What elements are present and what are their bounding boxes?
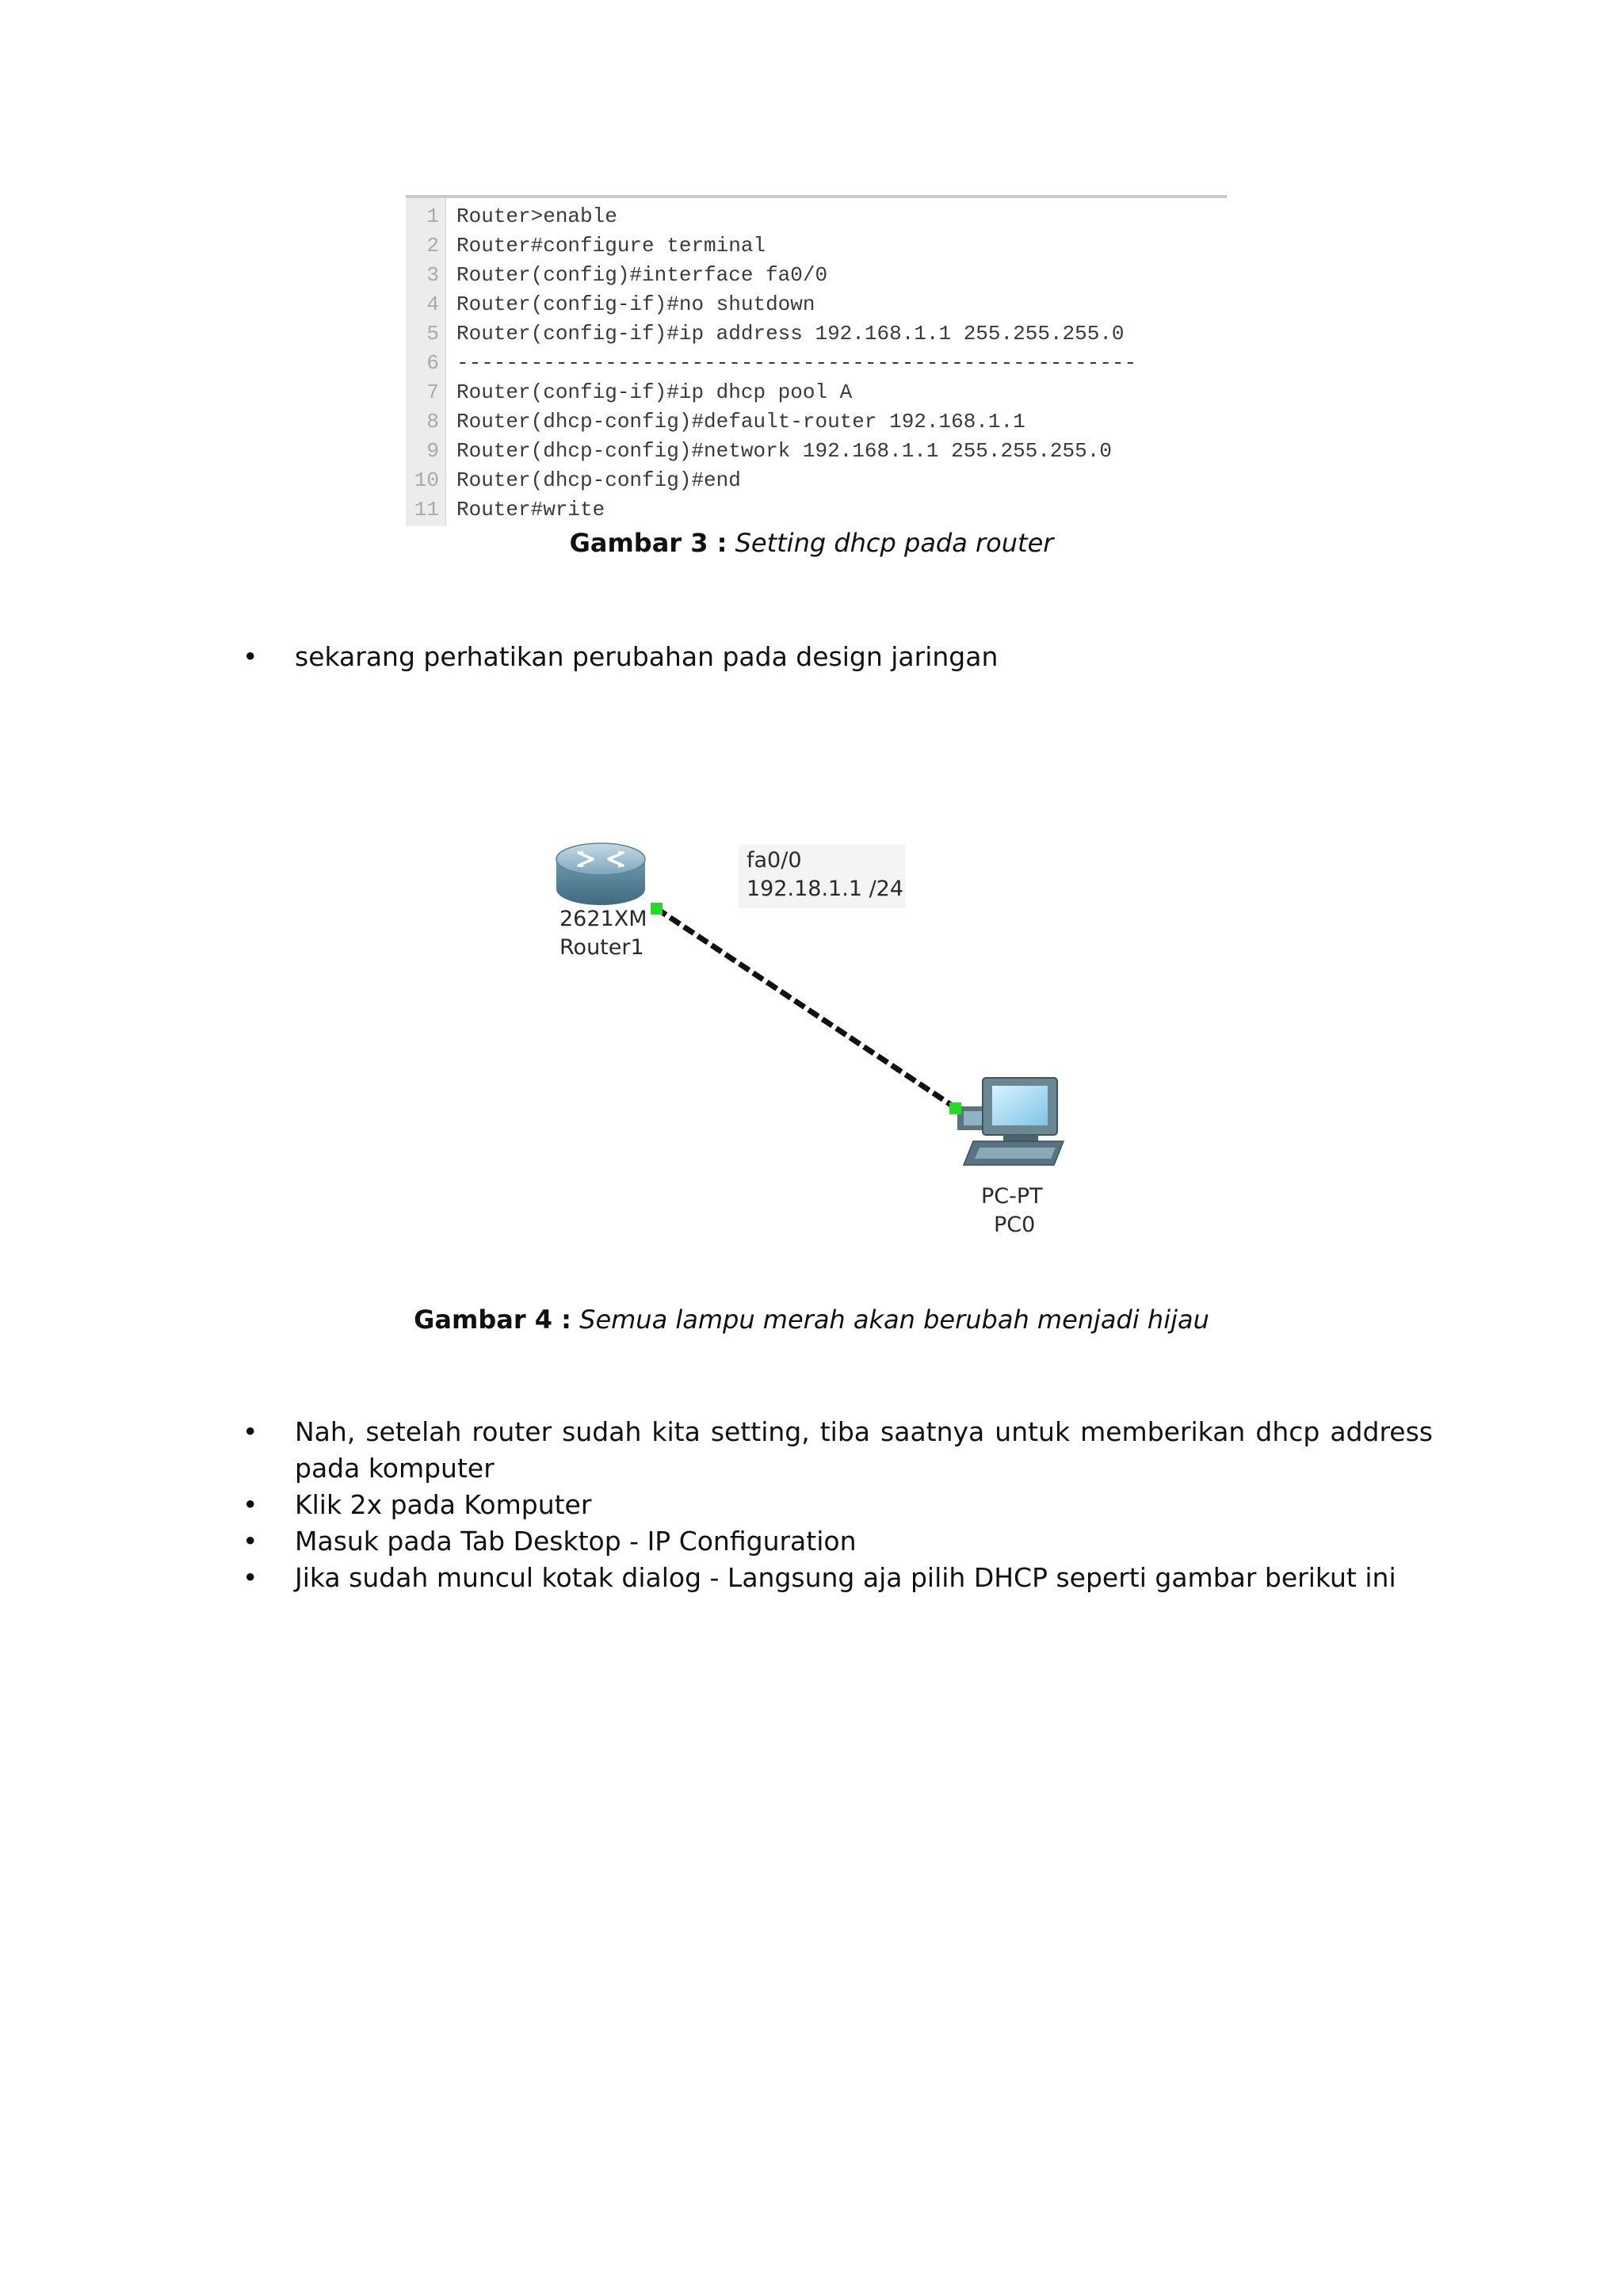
bullet-dot: • bbox=[242, 1489, 258, 1520]
code-line: 3 Router(config)#interface fa0/0 bbox=[406, 260, 1227, 289]
interface-name: fa0/0 bbox=[747, 848, 802, 873]
bullet-text: Nah, setelah router sudah kita setting, … bbox=[295, 1416, 1433, 1484]
figure4-caption-text: Semua lampu merah akan berubah menjadi h… bbox=[579, 1305, 1209, 1335]
code-line: 9 Router(dhcp-config)#network 192.168.1.1… bbox=[406, 436, 1227, 465]
code-text: Router#write bbox=[456, 497, 605, 521]
code-line: 7 Router(config-if)#ip dhcp pool A bbox=[406, 377, 1227, 407]
figure3-caption: Gambar 3 : Setting dhcp pada router bbox=[0, 528, 1623, 558]
code-line: 11 Router#write bbox=[406, 495, 1227, 524]
bullet-dot: • bbox=[242, 641, 258, 672]
pc-name-label: PC0 bbox=[994, 1213, 1036, 1237]
interface-ip: 192.18.1.1 /24 bbox=[747, 877, 904, 901]
code-lines: 1 Router>enable 2 Router#configure termina… bbox=[406, 201, 1227, 524]
line-number: 4 bbox=[426, 292, 439, 316]
code-line: 10 Router(dhcp-config)#end bbox=[406, 465, 1227, 495]
code-text: Router>enable bbox=[456, 204, 617, 228]
figure4-caption: Gambar 4 : Semua lampu merah akan beruba… bbox=[0, 1305, 1623, 1335]
line-number: 8 bbox=[426, 409, 439, 434]
line-number: 6 bbox=[426, 350, 439, 375]
code-text: Router(dhcp-config)#end bbox=[456, 468, 741, 492]
code-line: 1 Router>enable bbox=[406, 201, 1227, 231]
bullet-dot: • bbox=[242, 1526, 258, 1557]
network-diagram bbox=[556, 842, 1065, 1166]
line-number-gutter bbox=[406, 198, 446, 526]
code-line: 4 Router(config-if)#no shutdown bbox=[406, 289, 1227, 319]
figure4-caption-label: Gambar 4 : bbox=[414, 1305, 571, 1335]
line-number: 10 bbox=[414, 468, 439, 492]
bullet-item: • sekarang perhatikan perubahan pada des… bbox=[242, 639, 1433, 675]
code-text: Router(config-if)#ip address 192.168.1.1… bbox=[456, 321, 1125, 346]
code-line: 8 Router(dhcp-config)#default-router 192.… bbox=[406, 407, 1227, 436]
router-link-light bbox=[651, 903, 663, 915]
router-name-label: Router1 bbox=[559, 935, 644, 960]
line-number: 2 bbox=[426, 233, 439, 258]
bullet-dot: • bbox=[242, 1562, 258, 1593]
bullet-item: • Nah, setelah router sudah kita setting… bbox=[242, 1414, 1433, 1487]
network-link bbox=[655, 906, 957, 1110]
code-line: 6 ---------------------------------------… bbox=[406, 348, 1227, 377]
code-line: 2 Router#configure terminal bbox=[406, 231, 1227, 260]
bullet-text: Klik 2x pada Komputer bbox=[295, 1489, 592, 1520]
figure3-caption-label: Gambar 3 : bbox=[569, 528, 727, 558]
code-listing-figure: 1 Router>enable 2 Router#configure termina… bbox=[406, 195, 1227, 526]
network-diagram-figure: fa0/0 192.18.1.1 /24 2621XM Router1 PC-P… bbox=[523, 824, 1094, 1268]
code-text: Router(config-if)#ip dhcp pool A bbox=[456, 380, 853, 404]
line-number: 9 bbox=[426, 438, 439, 463]
bullet-item: • Klik 2x pada Komputer bbox=[242, 1487, 1433, 1523]
line-number: 5 bbox=[426, 321, 439, 346]
code-text: Router(dhcp-config)#network 192.168.1.1 … bbox=[456, 438, 1112, 463]
bullet-item: • Jika sudah muncul kotak dialog - Langs… bbox=[242, 1560, 1433, 1596]
figure3-caption-text: Setting dhcp pada router bbox=[735, 528, 1054, 558]
pc-link-light bbox=[949, 1102, 961, 1114]
code-text: ----------------------------------------… bbox=[456, 350, 1137, 375]
pc-model-label: PC-PT bbox=[981, 1184, 1043, 1209]
interface-label-box bbox=[739, 845, 905, 908]
line-number: 7 bbox=[426, 380, 439, 404]
code-text: Router(config-if)#no shutdown bbox=[456, 292, 815, 316]
code-text: Router#configure terminal bbox=[456, 233, 766, 258]
line-number: 1 bbox=[426, 204, 439, 228]
code-text: Router(config)#interface fa0/0 bbox=[456, 262, 828, 287]
router-icon bbox=[556, 842, 646, 905]
line-number: 11 bbox=[414, 497, 439, 521]
bullet-dot: • bbox=[242, 1416, 258, 1447]
bullet-item: • Masuk pada Tab Desktop - IP Configurat… bbox=[242, 1523, 1433, 1560]
code-line: 5 Router(config-if)#ip address 192.168.1.… bbox=[406, 319, 1227, 348]
pc-icon bbox=[957, 1077, 1065, 1166]
code-text: Router(dhcp-config)#default-router 192.1… bbox=[456, 409, 1025, 434]
bullet-text: Jika sudah muncul kotak dialog - Langsun… bbox=[295, 1562, 1396, 1593]
bullet-text: sekarang perhatikan perubahan pada desig… bbox=[295, 641, 999, 672]
bullet-text: Masuk pada Tab Desktop - IP Configuratio… bbox=[295, 1526, 857, 1557]
line-number: 3 bbox=[426, 262, 439, 287]
router-model-label: 2621XM bbox=[559, 907, 647, 931]
